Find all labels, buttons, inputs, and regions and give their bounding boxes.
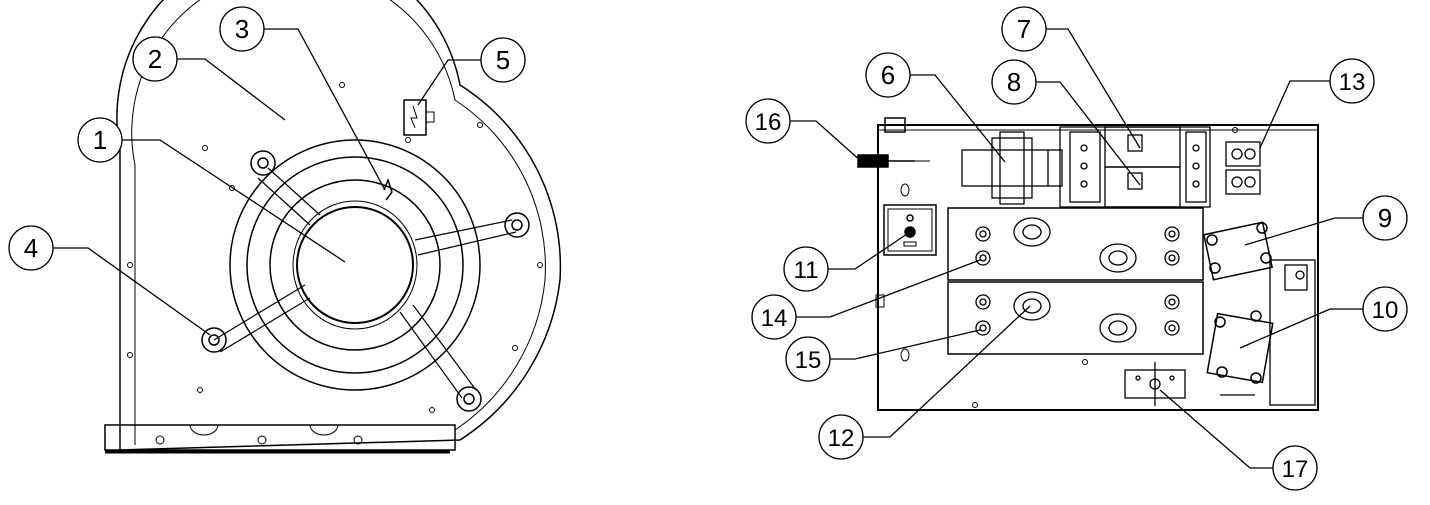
leader-7	[1046, 28, 1141, 149]
callout-8: 8	[991, 59, 1037, 105]
callout-11-label: 11	[794, 257, 819, 284]
callout-bubbles: 1 2 3 4 5 6 7 8 9 10 11 12 13 14 15 16 1…	[8, 6, 1408, 491]
callout-5: 5	[480, 37, 526, 83]
housing-holes	[127, 82, 543, 413]
callout-6-label: 6	[881, 60, 895, 90]
callout-12: 12	[818, 414, 864, 460]
callout-1: 1	[77, 117, 123, 163]
leader-12	[863, 305, 1031, 438]
callout-16-label: 16	[755, 109, 782, 136]
leader-2	[177, 58, 286, 121]
heater-terminals	[975, 226, 1180, 336]
callout-10: 10	[1362, 286, 1408, 332]
callout-11: 11	[783, 246, 829, 292]
leader-8	[1036, 81, 1141, 186]
motor-rim	[292, 200, 418, 330]
callout-15-label: 15	[795, 347, 822, 374]
callout-17-label: 17	[1282, 456, 1309, 483]
callout-5-label: 5	[496, 45, 510, 75]
lower-bracket	[1124, 362, 1186, 406]
relay-upper	[1202, 221, 1274, 281]
limit-switches	[1013, 217, 1137, 343]
callout-1-label: 1	[93, 125, 107, 155]
leader-3	[264, 28, 386, 191]
relay-lower	[1206, 310, 1274, 384]
callout-13: 13	[1329, 58, 1375, 104]
callout-3-label: 3	[235, 14, 249, 44]
callout-6: 6	[865, 52, 911, 98]
base-holes	[155, 424, 363, 445]
outlet	[883, 204, 937, 256]
blower-assembly	[104, 0, 562, 454]
motor	[296, 206, 414, 324]
callout-9: 9	[1362, 195, 1408, 241]
callout-2: 2	[132, 36, 178, 82]
leader-11	[828, 231, 911, 270]
callout-4: 4	[8, 225, 54, 271]
transformer	[961, 131, 1063, 205]
terminal-block	[1225, 141, 1261, 195]
circuit-breakers	[1059, 126, 1211, 208]
motor-mount-arms	[213, 167, 517, 399]
inlet-ring-inner	[269, 179, 441, 351]
leader-lines	[53, 28, 1363, 469]
inlet-ring-mid	[246, 156, 464, 374]
leader-15	[830, 329, 981, 360]
mounting-base	[104, 424, 456, 451]
callout-8-label: 8	[1007, 67, 1021, 97]
callout-10-label: 10	[1372, 297, 1399, 324]
leader-6	[910, 74, 1006, 163]
leader-4	[53, 247, 211, 336]
control-panel	[857, 117, 1319, 411]
callout-16: 16	[745, 98, 791, 144]
panel-holes	[875, 127, 1238, 408]
leader-13	[1259, 80, 1330, 149]
panel-frame	[877, 124, 1319, 411]
top-clip	[884, 117, 906, 133]
callout-13-label: 13	[1339, 69, 1366, 96]
leader-5	[417, 59, 481, 106]
callout-14-label: 14	[761, 305, 788, 332]
inlet-ring-outer	[229, 139, 481, 391]
callout-4-label: 4	[24, 233, 38, 263]
grommet	[857, 154, 930, 168]
motor-lead	[383, 177, 393, 201]
mount-bolts	[201, 150, 530, 412]
callout-17: 17	[1272, 445, 1318, 491]
callout-7: 7	[1001, 6, 1047, 52]
leader-16	[790, 120, 863, 163]
side-bracket	[1220, 259, 1316, 406]
leader-9	[1244, 217, 1363, 246]
leader-1	[122, 139, 346, 263]
blower-housing-inner-edge	[131, 0, 546, 445]
callout-12-label: 12	[828, 425, 855, 452]
callout-3: 3	[219, 6, 265, 52]
callout-15: 15	[785, 336, 831, 382]
callout-9-label: 9	[1378, 203, 1392, 233]
callout-7-label: 7	[1017, 14, 1031, 44]
leader-10	[1239, 308, 1363, 349]
leader-14	[796, 259, 981, 318]
callout-2-label: 2	[148, 44, 162, 74]
heater-plate-upper	[947, 207, 1204, 281]
heater-plate-lower	[947, 281, 1204, 355]
leader-17	[1159, 389, 1273, 469]
blower-housing	[116, 0, 562, 451]
callout-14: 14	[751, 294, 797, 340]
